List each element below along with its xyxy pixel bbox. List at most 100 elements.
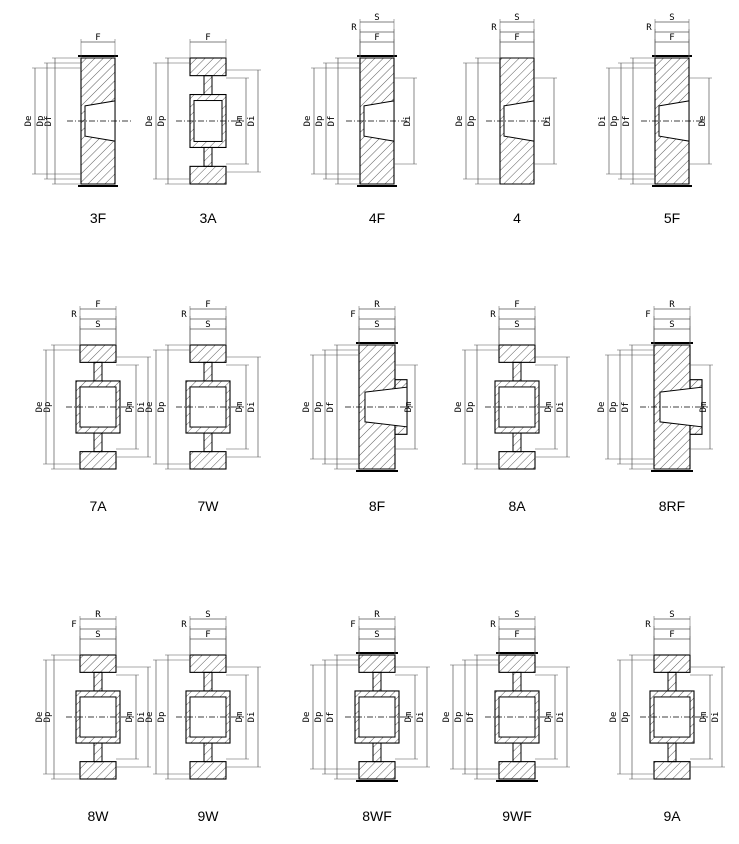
web-top [667,671,677,692]
pulley-type-label: 4F [368,210,386,226]
dimension-label: Df [44,116,54,127]
dimension-label: F [350,620,355,630]
pulley-type-label: 9W [197,808,219,824]
dimension-label: Di [247,712,257,723]
dimension-label: Dm [699,402,709,413]
dimension-label: Dm [404,712,414,723]
dimension-label: Dm [125,402,135,413]
dimension-label: R [646,23,652,33]
dimension-label: S [95,320,100,330]
dimension-label: R [71,310,77,320]
dimension-label: R [181,620,187,630]
dimension-label: Df [326,712,336,723]
dimension-label: De [145,402,155,413]
rim-bottom [189,165,227,185]
dimension-label: De [454,402,464,413]
dimension-label: De [145,712,155,723]
rim-top [498,344,536,363]
dimension-label: De [609,712,619,723]
dimension-label: Df [621,402,631,413]
rim-bottom [498,761,536,780]
dimension-label: F [374,33,379,43]
dimension-label: De [698,116,708,127]
pulley-type-label: 8WF [362,808,392,824]
web-bottom [203,742,213,763]
web-bottom [203,432,213,453]
rim-bottom [653,761,691,780]
dimension-label: S [514,610,519,620]
dimension-label: Di [711,712,721,723]
dimension-label: De [302,712,312,723]
dimension-label: Dp [609,402,619,413]
web-top [372,671,382,692]
dimension-label: R [374,300,380,310]
pulley-type-label: 8RF [658,498,686,514]
dimension-label: R [669,300,675,310]
dimension-label: F [645,310,650,320]
web-top [203,361,213,382]
dimension-label: F [205,33,210,43]
dimension-label: F [95,300,100,310]
dimension-label: De [597,402,607,413]
dimension-label: Dp [157,402,167,413]
pulley-type-label: 9WF [502,808,532,824]
dimension-label: Dp [314,712,324,723]
dimension-label: S [205,610,210,620]
dimension-label: De [145,116,155,127]
dimension-label: F [350,310,355,320]
pulley-type-label: 7A [89,498,107,514]
dimension-label: Dm [544,712,554,723]
dimension-label: S [669,320,674,330]
dimension-label: Dm [125,712,135,723]
web-top [203,671,213,692]
dimension-label: Di [556,402,566,413]
dimension-label: F [71,620,76,630]
dimension-label: F [514,630,519,640]
dimension-label: F [514,300,519,310]
rim-top [189,344,227,363]
dimension-label: Dp [157,712,167,723]
rim-top [653,654,691,673]
web-bottom [93,432,103,453]
dimension-label: R [181,310,187,320]
dimension-label: Di [598,116,608,127]
rim-bottom [189,761,227,780]
web-top [512,361,522,382]
dimension-label: Di [247,116,257,127]
dimension-label: Dp [314,402,324,413]
dimension-label: R [374,610,380,620]
dimension-label: Dm [235,116,245,127]
web-top [93,671,103,692]
web-bottom [93,742,103,763]
dimension-label: R [351,23,357,33]
dimension-label: De [442,712,452,723]
pulley-type-label: 5F [663,210,681,226]
web-bottom [512,742,522,763]
pulley-type-label: 9A [663,808,681,824]
rim-top [79,654,117,673]
dimension-label: Dp [610,116,620,127]
dimension-label: Dp [454,712,464,723]
dimension-label: R [490,310,496,320]
dimension-label: S [374,630,379,640]
dimension-label: De [303,116,313,127]
web-top [203,75,213,96]
dimension-label: S [205,320,210,330]
dimension-label: Dm [404,402,414,413]
dimension-label: Dm [699,712,709,723]
dimension-label: Dp [36,116,46,127]
web-top [93,361,103,382]
rim-top [498,654,536,673]
rim-bottom [498,451,536,470]
dimension-label: Dm [235,402,245,413]
dimension-label: Dp [157,116,167,127]
